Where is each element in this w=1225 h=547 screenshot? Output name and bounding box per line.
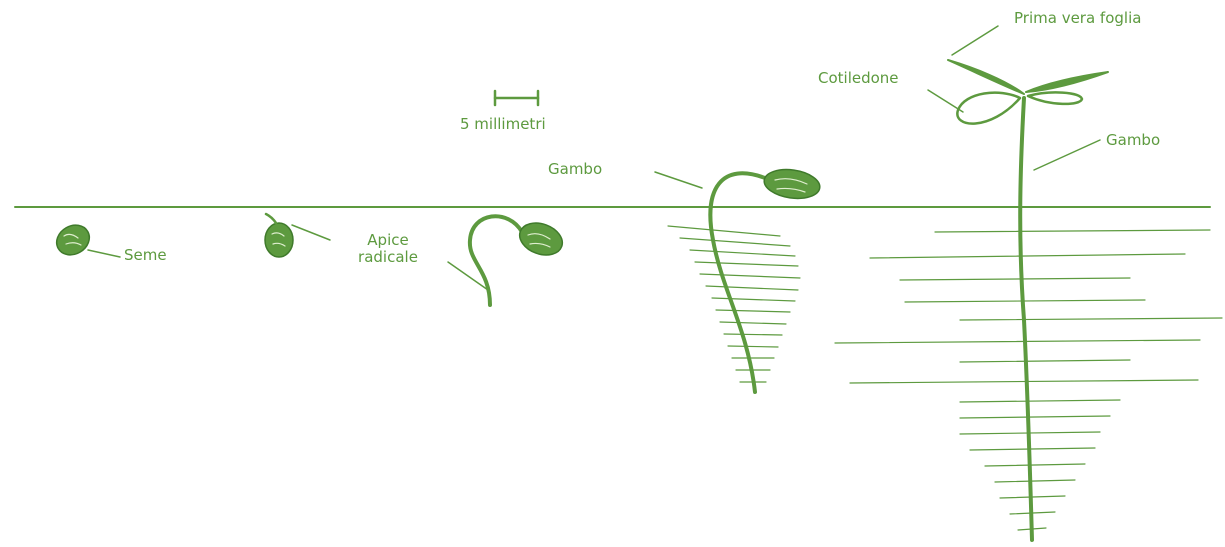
apice-leader: [292, 225, 330, 240]
seed-2: [265, 223, 293, 257]
prima-vera-foglia-label: Prima vera foglia: [1014, 10, 1141, 27]
cotiledone-leader: [928, 90, 963, 112]
seme-leader: [88, 250, 120, 257]
seed-4: [762, 166, 821, 202]
stage-emerging: [655, 166, 822, 392]
seed-3: [515, 217, 567, 260]
gambo-1-leader: [655, 172, 702, 188]
scale-bar: [495, 91, 538, 105]
gambo-2-leader: [1034, 140, 1100, 170]
gambo-label-2: Gambo: [1106, 132, 1160, 149]
stage-hook: [448, 216, 567, 305]
radicle-tip: [266, 214, 276, 223]
stage-plant: [835, 26, 1222, 540]
apice-label-line1: Apice: [340, 232, 436, 249]
seed: [51, 219, 94, 260]
scale-label: 5 millimetri: [460, 116, 546, 133]
seme-label: Seme: [124, 247, 167, 264]
stage-seed: [51, 219, 120, 260]
hook-stem: [470, 216, 522, 305]
cotiledone-label: Cotiledone: [818, 70, 899, 87]
true-leaf-right: [1026, 72, 1108, 92]
gambo-label-1: Gambo: [548, 161, 602, 178]
prima-leader: [952, 26, 998, 55]
true-leaf-left: [948, 60, 1024, 94]
apice-radicale-label: Apice radicale: [340, 232, 436, 265]
stage-root-tip: [265, 214, 330, 257]
cotyledon-right: [1028, 92, 1082, 103]
apice-label-line2: radicale: [340, 249, 436, 266]
cotyledon-left: [957, 93, 1020, 124]
